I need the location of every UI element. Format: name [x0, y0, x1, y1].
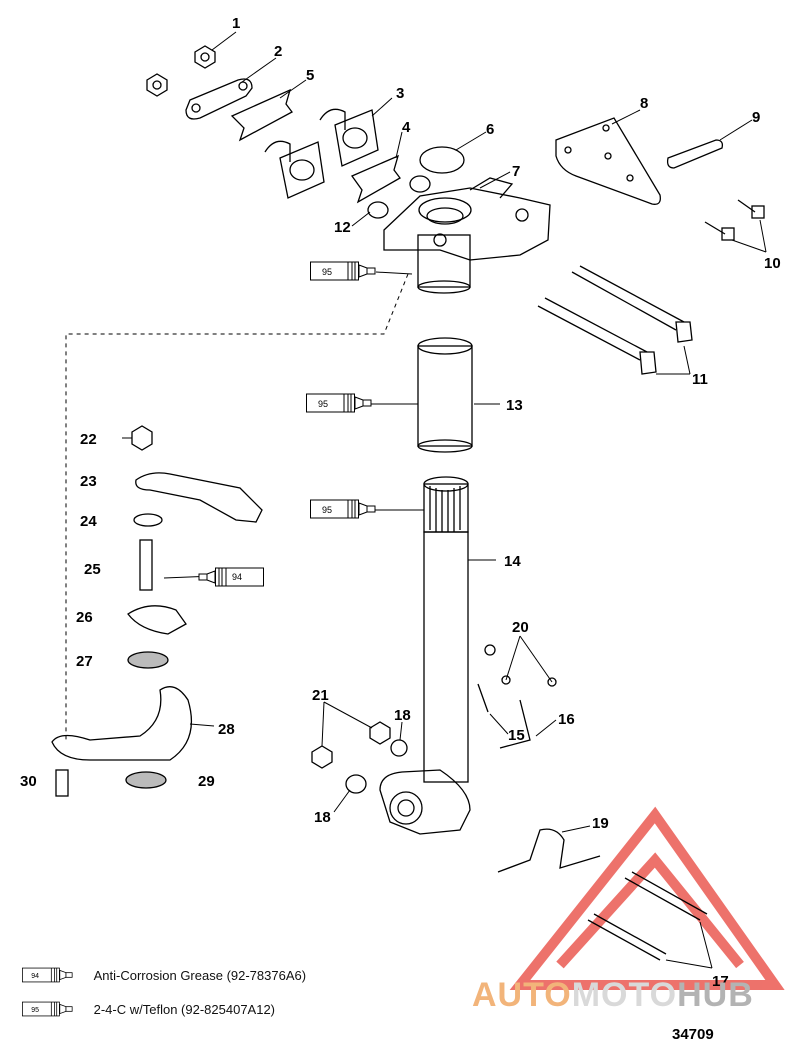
- callout-29: 29: [198, 773, 215, 790]
- callout-2: 2: [274, 43, 282, 60]
- callout-18b: 18: [314, 809, 331, 826]
- bolts-part-17: [587, 871, 708, 961]
- clamp-part-19: [497, 828, 601, 873]
- tube-95-housing: 95: [310, 261, 376, 281]
- bolt-part-30: [55, 769, 69, 797]
- callout-7: 7: [512, 163, 520, 180]
- teflon-tube-icon: 95: [22, 1000, 76, 1018]
- tube-95-sleeve: 95: [306, 393, 372, 413]
- arm-part-23: [135, 472, 263, 523]
- tube-95-shaft: 95: [310, 499, 376, 519]
- plate-part-4: [351, 154, 401, 204]
- callout-5: 5: [306, 67, 314, 84]
- callout-18a: 18: [394, 707, 411, 724]
- legend-row-95: 95 2-4-C w/Teflon (92-825407A12): [22, 1000, 275, 1018]
- bolts-part-10: [704, 199, 765, 241]
- long-bolts-part-11: [537, 265, 693, 375]
- steering-housing-part-7: [383, 177, 551, 294]
- callout-numbers: 1 2 3 4 5 6 7 8 9 10 11 12 13 14 15 16 1…: [20, 15, 781, 990]
- callout-26: 26: [76, 609, 93, 626]
- legend-text-94: Anti-Corrosion Grease (92-78376A6): [93, 967, 307, 983]
- svg-text:95: 95: [322, 505, 332, 515]
- leader-lines: [122, 31, 767, 969]
- callout-28: 28: [218, 721, 235, 738]
- plate-part-26: [127, 605, 187, 635]
- washer-part-18a: [390, 739, 408, 757]
- washer-part-12: [367, 201, 389, 219]
- steering-shaft-part-14: [379, 476, 471, 835]
- callout-16: 16: [558, 711, 575, 728]
- bracket-part-2: [185, 78, 253, 120]
- tube-94-stud-label: 94: [232, 572, 242, 582]
- callout-10: 10: [764, 255, 781, 272]
- callout-14: 14: [504, 553, 521, 570]
- plate-part-5: [230, 88, 293, 142]
- callout-11: 11: [692, 371, 708, 388]
- washer-part-6b: [409, 175, 431, 193]
- callout-8: 8: [640, 95, 648, 112]
- callout-4: 4: [402, 119, 411, 136]
- nut-part-22: [131, 425, 153, 451]
- drawing-number: 34709: [672, 1026, 714, 1043]
- o-ring-part-6: [419, 146, 465, 174]
- nut-part-1: [146, 45, 216, 97]
- link-part-9: [666, 139, 724, 169]
- pad-part-29: [125, 771, 167, 789]
- callout-12: 12: [334, 219, 351, 236]
- dashed-leader: [65, 273, 409, 740]
- watermark-text: AUTOMOTOHUB: [472, 976, 754, 1014]
- wire-parts-15-16-20: [477, 644, 557, 749]
- washer-part-18b: [345, 774, 367, 794]
- bracket-plate-part-8: [555, 117, 661, 205]
- callout-3: 3: [396, 85, 404, 102]
- svg-text:95: 95: [322, 267, 332, 277]
- legend-row-94: 94 Anti-Corrosion Grease (92-78376A6): [22, 966, 306, 984]
- callout-6: 6: [486, 121, 494, 138]
- callout-25: 25: [84, 561, 101, 578]
- callout-9: 9: [752, 109, 760, 126]
- sleeve-part-13: [417, 337, 473, 453]
- watermark-logo: [509, 806, 785, 990]
- mount-part-3: [264, 108, 379, 199]
- callout-24: 24: [80, 513, 97, 530]
- callout-13: 13: [506, 397, 523, 414]
- steering-arm-part-28: [51, 686, 192, 761]
- callout-1: 1: [232, 15, 240, 32]
- washer-part-24: [133, 513, 163, 527]
- callout-15: 15: [508, 727, 525, 744]
- svg-text:95: 95: [31, 1007, 39, 1014]
- nuts-part-21: [311, 721, 391, 769]
- svg-text:94: 94: [31, 973, 39, 980]
- callout-30: 30: [20, 773, 37, 790]
- callout-21: 21: [312, 687, 329, 704]
- callout-27: 27: [76, 653, 93, 670]
- pad-part-27: [127, 651, 169, 669]
- stud-part-25: [139, 539, 153, 591]
- callout-17: 17: [712, 973, 729, 990]
- grease-tube-icon: 94: [22, 966, 76, 984]
- callout-22: 22: [80, 431, 97, 448]
- legend-text-95: 2-4-C w/Teflon (92-825407A12): [93, 1001, 276, 1017]
- callout-20: 20: [512, 619, 529, 636]
- callout-23: 23: [80, 473, 97, 490]
- svg-text:95: 95: [318, 399, 328, 409]
- callout-19: 19: [592, 815, 609, 832]
